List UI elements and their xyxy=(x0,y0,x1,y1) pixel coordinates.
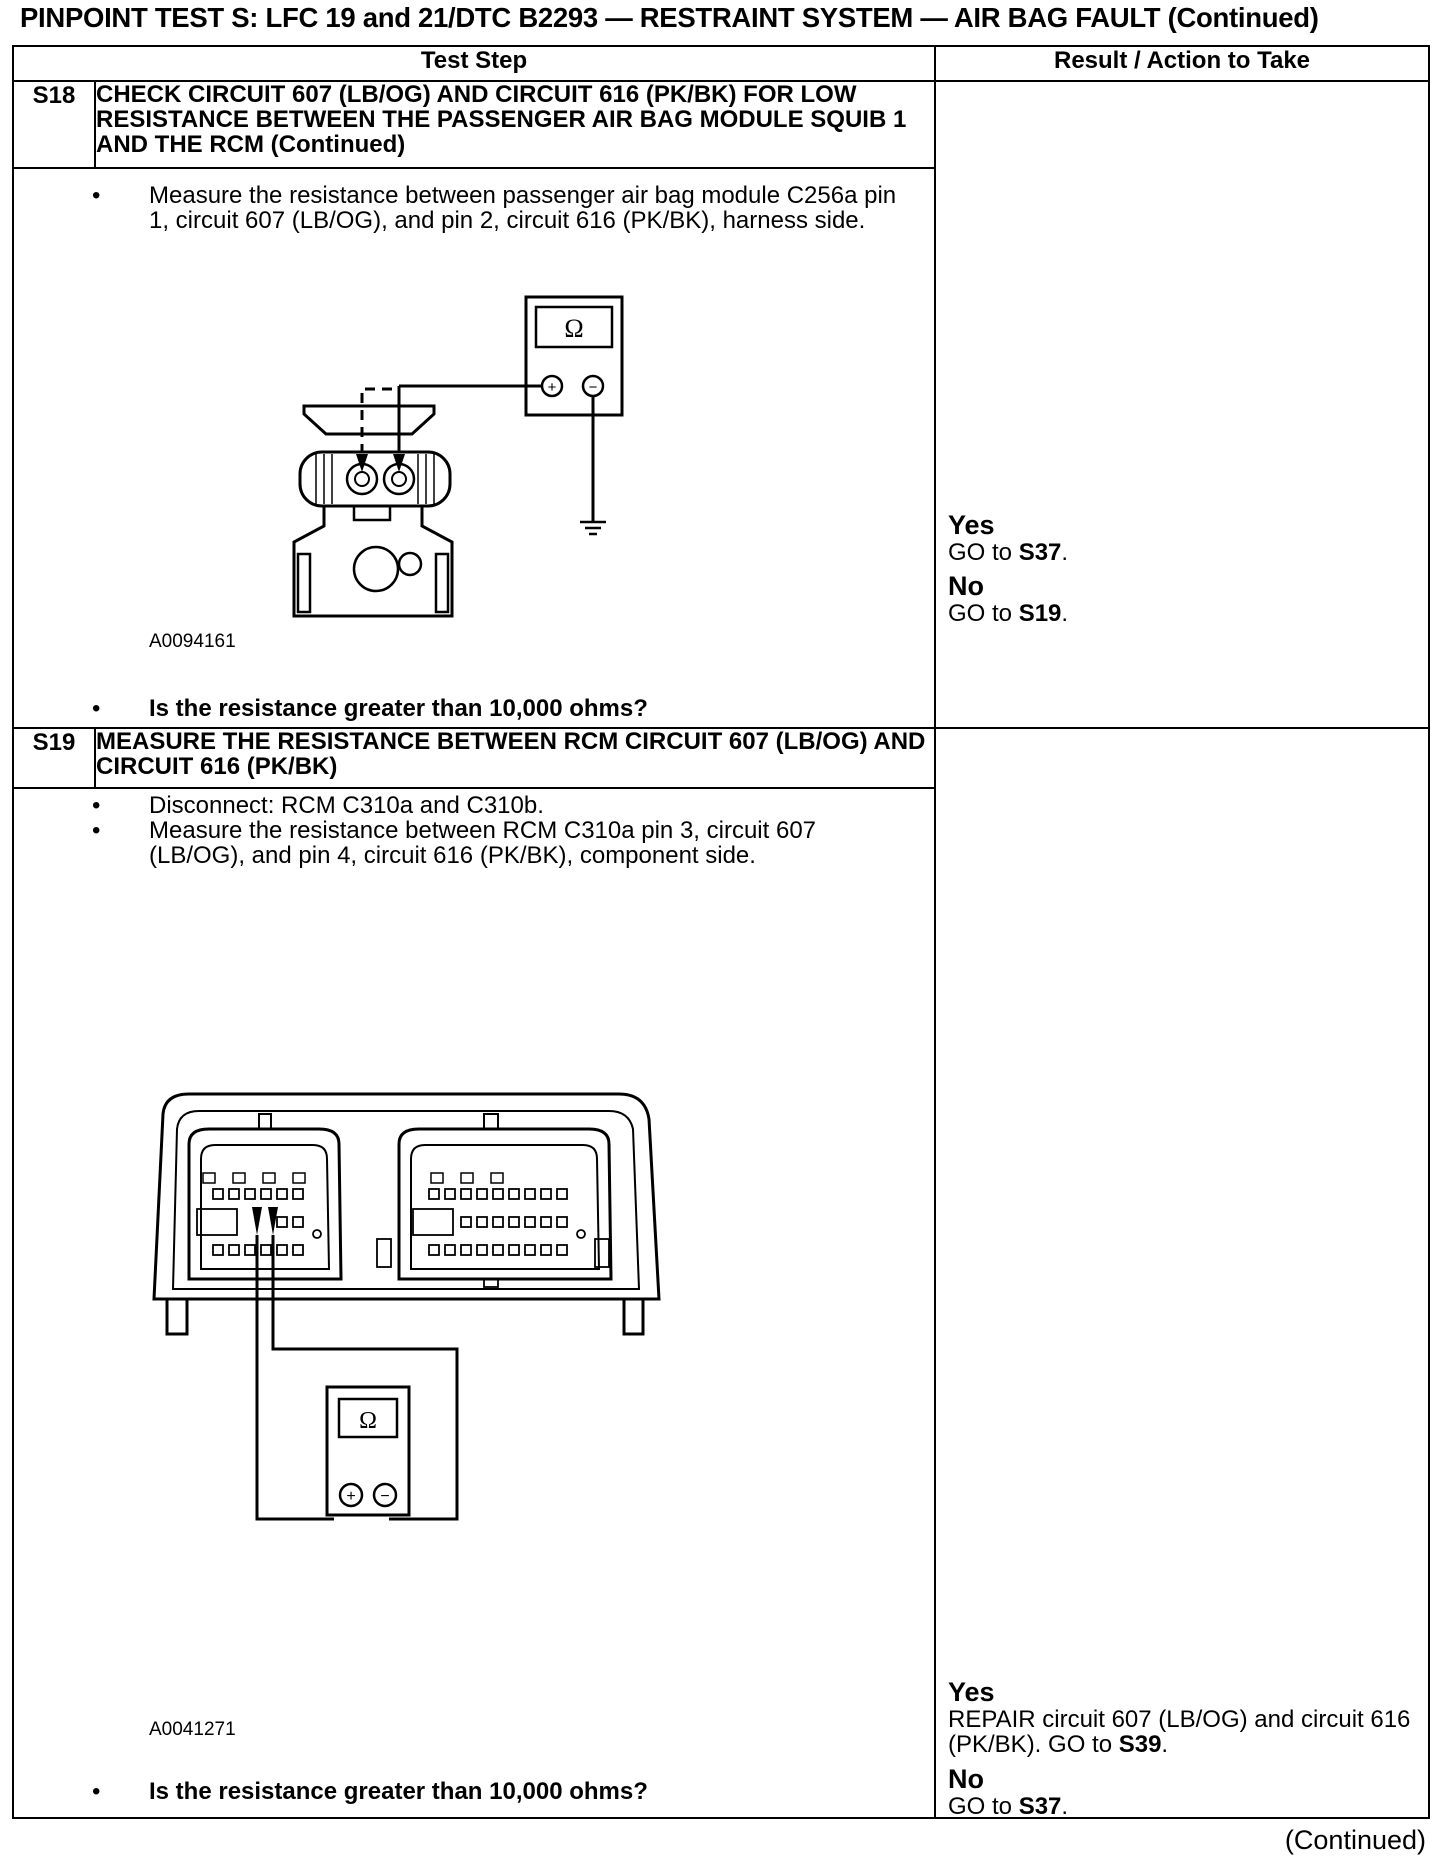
yes-action: GO to S37. xyxy=(948,539,1069,566)
step-s18-body: • Measure the resistance between passeng… xyxy=(12,167,936,729)
result-action-header: Result / Action to Take xyxy=(934,45,1430,82)
step-instruction: Measure the resistance between RCM C310a… xyxy=(149,817,817,869)
table-header-row: Test Step Result / Action to Take xyxy=(12,45,1430,82)
pinpoint-test-table: Test Step Result / Action to Take S18 CH… xyxy=(12,45,1430,1819)
yes-label: Yes xyxy=(948,510,995,540)
yes-action: REPAIR circuit 607 (LB/OG) and circuit 6… xyxy=(948,1706,1411,1758)
step-link[interactable]: S37 xyxy=(1018,539,1062,566)
bullet-icon: • xyxy=(92,695,101,722)
step-instruction: Measure the resistance between passenger… xyxy=(149,182,897,234)
step-question: Is the resistance greater than 10,000 oh… xyxy=(149,1778,648,1805)
svg-text:−: − xyxy=(380,1488,389,1505)
step-s18-result: Yes GO to S37. No GO to S19. xyxy=(934,80,1430,729)
step-link[interactable]: S37 xyxy=(1018,1793,1062,1820)
step-link[interactable]: S19 xyxy=(1018,600,1062,627)
ohm-icon: Ω xyxy=(359,1408,377,1434)
result-yes: Yes REPAIR circuit 607 (LB/OG) and circu… xyxy=(948,1677,1438,1757)
no-action: GO to S19. xyxy=(948,600,1069,627)
step-number: S19 xyxy=(12,727,96,789)
step-heading: MEASURE THE RESISTANCE BETWEEN RCM CIRCU… xyxy=(94,727,936,789)
no-label: No xyxy=(948,571,984,601)
negative-terminal-icon xyxy=(372,1482,398,1508)
test-step-header: Test Step xyxy=(12,45,936,82)
yes-label: Yes xyxy=(948,1677,995,1707)
step-s18-heading-row: S18 CHECK CIRCUIT 607 (LB/OG) AND CIRCUI… xyxy=(12,80,1430,729)
svg-text:+: + xyxy=(548,379,557,396)
bullet-icon: • xyxy=(92,182,101,209)
rcm-connector-diagram: Ω + − xyxy=(152,1092,661,1521)
no-label: No xyxy=(948,1764,984,1794)
figure-id: A0094161 xyxy=(149,631,236,652)
step-s18-body-row: • Measure the resistance between passeng… xyxy=(12,167,1429,729)
svg-text:−: − xyxy=(589,379,598,396)
no-action: GO to S37. xyxy=(948,1793,1069,1820)
continued-label: (Continued) xyxy=(1284,1825,1426,1855)
bullet-icon: • xyxy=(92,1778,101,1805)
result-yes: Yes GO to S37. xyxy=(948,510,1438,565)
svg-text:+: + xyxy=(346,1488,355,1505)
bullet-icon: • xyxy=(92,817,101,844)
step-s19-heading-row: S19 MEASURE THE RESISTANCE BETWEEN RCM C… xyxy=(12,727,1430,1819)
step-heading: CHECK CIRCUIT 607 (LB/OG) AND CIRCUIT 61… xyxy=(94,80,936,169)
positive-terminal-icon xyxy=(338,1482,364,1508)
result-no: No GO to S37. xyxy=(948,1764,1438,1819)
step-number: S18 xyxy=(12,80,96,169)
figure-id: A0041271 xyxy=(149,1719,236,1740)
result-no: No GO to S19. xyxy=(948,571,1438,626)
step-s19-body: • Disconnect: RCM C310a and C310b. • Mea… xyxy=(12,787,936,1819)
step-s19-body-row: • Disconnect: RCM C310a and C310b. • Mea… xyxy=(12,787,1429,1819)
page-title: PINPOINT TEST S: LFC 19 and 21/DTC B2293… xyxy=(20,2,1319,33)
step-link[interactable]: S39 xyxy=(1118,1731,1162,1758)
step-question: Is the resistance greater than 10,000 oh… xyxy=(149,695,648,722)
air-bag-squib-connector-diagram: Ω + − xyxy=(292,295,624,618)
step-instruction: Disconnect: RCM C310a and C310b. xyxy=(149,792,544,819)
step-s19-result: Yes REPAIR circuit 607 (LB/OG) and circu… xyxy=(934,727,1430,1819)
bullet-icon: • xyxy=(92,792,101,819)
ohm-icon: Ω xyxy=(564,314,583,343)
